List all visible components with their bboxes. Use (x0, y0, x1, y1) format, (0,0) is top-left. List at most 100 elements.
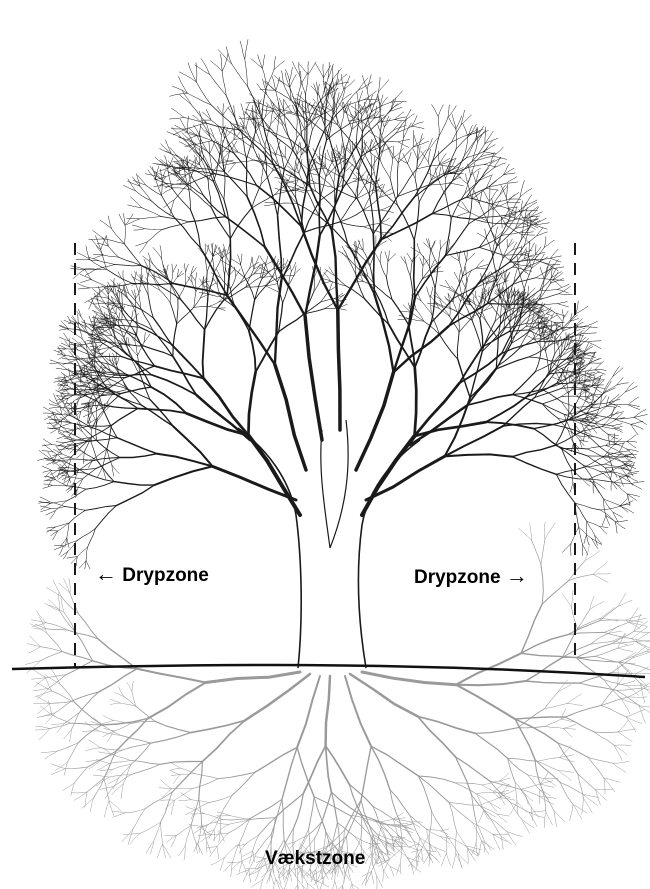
branch-stroke (119, 214, 125, 225)
branch-stroke (197, 141, 213, 145)
branch-stroke (43, 485, 53, 488)
branch-stroke (57, 743, 78, 751)
branch-stroke (323, 64, 324, 78)
branch-stroke (467, 270, 472, 280)
branch-stroke (171, 129, 185, 130)
branch-stroke (65, 767, 87, 769)
branch-stroke (398, 319, 409, 320)
branch-stroke (611, 481, 612, 490)
branch-stroke (563, 728, 576, 729)
branch-stroke (172, 264, 173, 273)
branch-stroke (83, 413, 93, 417)
branch-stroke (74, 792, 87, 800)
branch-stroke (546, 351, 550, 372)
branch-stroke (359, 82, 372, 90)
branch-stroke (585, 392, 586, 400)
branch-stroke (373, 807, 381, 827)
branch-stroke (98, 752, 111, 754)
branch-stroke (427, 287, 431, 298)
branch-stroke (477, 792, 493, 794)
branch-stroke (157, 844, 162, 857)
branch-stroke (33, 670, 46, 678)
branch-stroke (366, 456, 445, 500)
branch-stroke (379, 851, 385, 862)
branch-stroke (225, 268, 229, 277)
branch-stroke (409, 847, 419, 850)
branch-stroke (371, 746, 390, 790)
branch-stroke (545, 719, 561, 726)
branch-stroke (449, 803, 479, 806)
branch-stroke (270, 132, 293, 151)
branch-stroke (127, 682, 132, 691)
branch-stroke (406, 264, 410, 276)
branch-stroke (315, 821, 323, 839)
branch-stroke (225, 160, 237, 163)
branch-stroke (89, 298, 94, 310)
branch-stroke (193, 826, 204, 834)
branch-stroke (118, 272, 123, 281)
branch-stroke (422, 268, 430, 279)
branch-stroke (490, 803, 497, 811)
branch-stroke (325, 99, 327, 130)
branch-stroke (595, 648, 617, 656)
branch-stroke (562, 644, 590, 657)
branch-stroke (297, 115, 298, 138)
branch-stroke (211, 61, 223, 72)
branch-stroke (301, 167, 308, 226)
branch-stroke (92, 240, 101, 250)
branch-stroke (357, 171, 358, 199)
branch-stroke (173, 324, 177, 357)
branch-stroke (50, 360, 59, 363)
branch-stroke (500, 185, 506, 195)
branch-stroke (191, 275, 195, 281)
branch-stroke (445, 179, 446, 197)
branch-stroke (420, 258, 423, 266)
branch-stroke (232, 64, 248, 86)
branch-stroke (604, 778, 605, 794)
branch-stroke (481, 154, 494, 157)
branch-stroke (570, 805, 574, 821)
branch-stroke (112, 229, 125, 244)
branch-stroke (521, 234, 530, 244)
branch-stroke (196, 283, 203, 292)
branch-stroke (242, 851, 252, 857)
branch-stroke (70, 477, 83, 479)
branch-stroke (265, 203, 278, 204)
branch-stroke (356, 372, 394, 470)
branch-stroke (545, 727, 563, 729)
branch-stroke (236, 160, 254, 163)
branch-stroke (412, 126, 425, 128)
branch-stroke (210, 847, 217, 857)
branch-stroke (241, 104, 244, 116)
branch-stroke (137, 669, 206, 683)
branch-stroke (410, 276, 413, 296)
branch-stroke (104, 728, 115, 731)
branch-stroke (217, 833, 228, 846)
branch-stroke (452, 135, 468, 142)
branch-stroke (428, 149, 430, 162)
branch-stroke (413, 149, 418, 160)
branch-stroke (446, 854, 450, 866)
branch-stroke (583, 794, 599, 797)
branch-stroke (260, 256, 265, 265)
branch-stroke (132, 225, 144, 229)
branch-stroke (567, 632, 604, 634)
branch-stroke (559, 771, 574, 773)
branch-stroke (103, 715, 113, 720)
branch-stroke (188, 93, 212, 105)
branch-stroke (479, 810, 484, 822)
branch-stroke (588, 341, 601, 342)
branch-stroke (411, 247, 421, 253)
branch-stroke (161, 780, 172, 789)
branch-stroke (77, 452, 85, 458)
branch-stroke (307, 883, 308, 889)
branch-stroke (595, 370, 605, 375)
branch-stroke (620, 501, 633, 507)
branch-stroke (109, 801, 121, 811)
branch-stroke (203, 330, 205, 379)
branch-stroke (364, 140, 366, 152)
branch-stroke (611, 407, 614, 417)
branch-stroke (249, 331, 256, 372)
branch-stroke (512, 457, 556, 475)
